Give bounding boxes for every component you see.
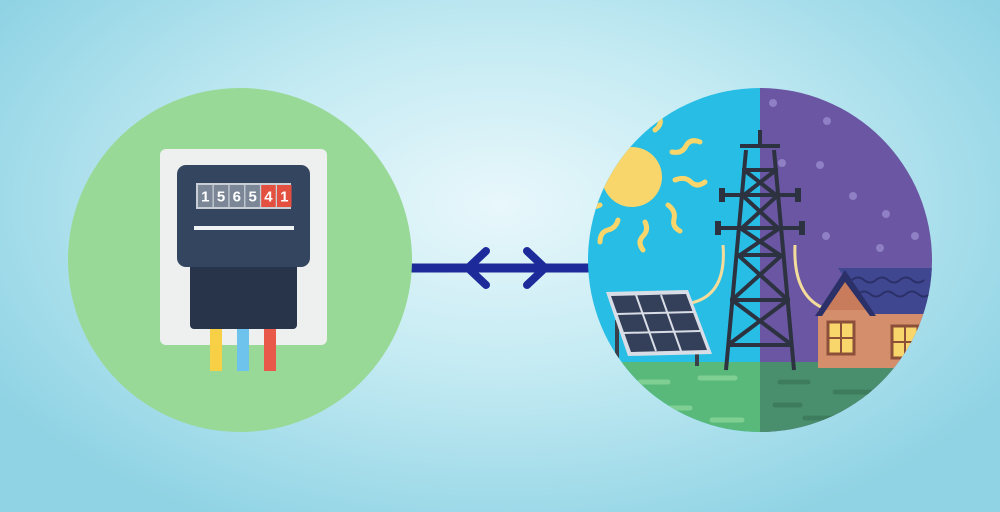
meter-digit-cell [213, 185, 229, 207]
meter-base [190, 255, 297, 329]
bidirectional-connector [410, 247, 592, 289]
meter-digit: 4 [264, 189, 273, 206]
meter-slot [194, 226, 294, 230]
arrow-right-icon [523, 247, 549, 289]
meter-digit-cell [229, 185, 245, 207]
meter-digit: 6 [233, 189, 241, 206]
power-wire-right [793, 244, 822, 309]
wire-blue [237, 325, 249, 371]
meter-digit-cell [198, 185, 213, 207]
wire-red [264, 325, 276, 371]
wire-yellow [210, 325, 222, 371]
arrow-left-icon [464, 247, 490, 289]
power-wire-left [690, 244, 725, 305]
night-grass [760, 362, 932, 432]
solar-panel-icon [606, 290, 712, 366]
meter-body [177, 165, 310, 267]
meter-digit-cell [261, 185, 276, 207]
meter-digit: 5 [217, 189, 225, 206]
meter-digit-cell [245, 185, 260, 207]
meter-digit: 5 [248, 189, 256, 206]
meter-digit: 1 [201, 189, 209, 206]
tower-insulators [715, 188, 805, 235]
meter-digit: 1 [280, 189, 288, 206]
power-scene [588, 88, 932, 432]
transmission-tower-icon [718, 130, 802, 371]
meter-digit-cell [277, 185, 292, 207]
